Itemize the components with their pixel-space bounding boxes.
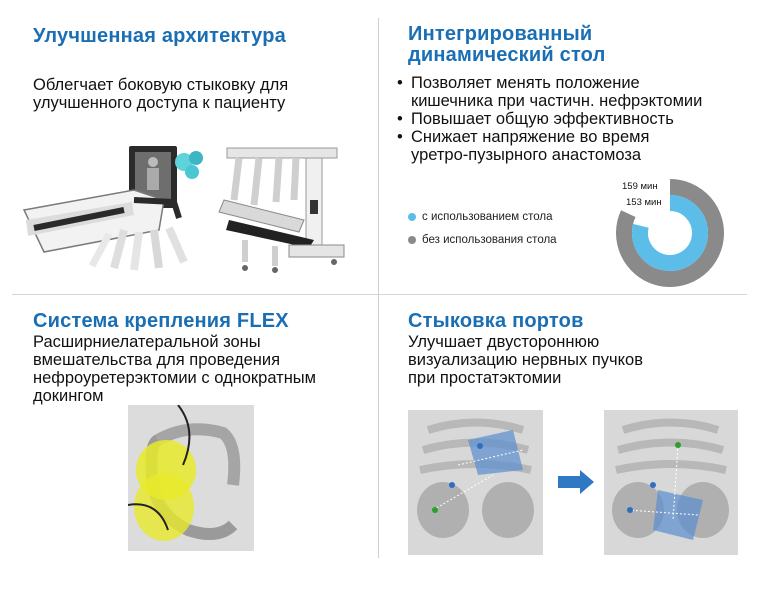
donut-ring-without-table — [616, 179, 724, 287]
flex-text-line: вмешательства для проведения — [33, 351, 281, 369]
port-docking-title: Стыковка портов — [408, 310, 584, 332]
donut-ring-with-table — [632, 195, 708, 271]
architecture-text-line: Облегчает боковую стыковку для — [33, 76, 289, 94]
architecture-title: Улучшенная архитектура — [33, 25, 286, 47]
colon-workspace-illustration — [128, 405, 254, 551]
blue-dot-icon — [408, 213, 416, 221]
anatomy-panel-after — [604, 410, 738, 555]
legend-label: без использования стола — [422, 234, 557, 246]
port-text-line: Улучшает двустороннюю — [408, 333, 600, 351]
vertical-divider — [378, 18, 379, 558]
bullet-line: кишечника при частичн. нефрэктомии — [411, 92, 703, 110]
patient-cart-topview — [22, 146, 203, 271]
port-docking-comparison — [408, 410, 738, 555]
anatomy-panel-before — [408, 410, 543, 555]
chart-legend: с использованием стола без использования… — [408, 211, 557, 246]
donut-label-159: 159 мин — [622, 181, 658, 192]
bullet-line: Повышает общую эффективность — [411, 110, 674, 128]
dynamic-table-title: Интегрированный динамический стол — [408, 24, 606, 66]
port-docking-text: Улучшает двустороннюю визуализацию нервн… — [408, 333, 643, 387]
patient-cart-sideview — [218, 147, 345, 273]
robot-system-illustration — [22, 146, 345, 273]
bullet-line: уретро-пузырного анастомоза — [411, 146, 642, 164]
legend-item-without-table: без использования стола — [408, 234, 557, 246]
architecture-text-line: улучшенного доступа к пациенту — [33, 94, 286, 112]
flex-text-line: Расширниелатеральной зоны — [33, 333, 261, 351]
gray-dot-icon — [408, 236, 416, 244]
bullet-item: Повышает общую эффективность — [397, 110, 702, 128]
bullet-line: Позволяет менять положение — [411, 74, 640, 92]
flex-text-line: докингом — [33, 387, 104, 405]
architecture-text: Облегчает боковую стыковку для улучшенно… — [33, 76, 288, 112]
bullet-line: Снижает напряжение во время — [411, 128, 650, 146]
duration-donut-chart — [616, 179, 724, 287]
bullet-item: Снижает напряжение во время уретро-пузыр… — [397, 128, 702, 164]
port-text-line: визуализацию нервных пучков — [408, 351, 643, 369]
arrow-right-icon — [558, 470, 594, 494]
flex-system-text: Расширниелатеральной зоны вмешательства … — [33, 333, 316, 405]
dynamic-table-title-line: Интегрированный — [408, 23, 593, 45]
bullet-item: Позволяет менять положение кишечника при… — [397, 74, 702, 110]
legend-item-with-table: с использованием стола — [408, 211, 557, 223]
highlight-zone-lower — [134, 473, 194, 541]
flex-system-title: Система крепления FLEX — [33, 310, 289, 332]
dynamic-table-title-line: динамический стол — [408, 44, 606, 66]
donut-label-153: 153 мин — [626, 197, 662, 208]
dynamic-table-bullets: Позволяет менять положение кишечника при… — [397, 74, 702, 164]
port-text-line: при простатэктомии — [408, 369, 562, 387]
legend-label: с использованием стола — [422, 211, 553, 223]
horizontal-divider — [12, 294, 747, 295]
flex-text-line: нефроуретерэктомии с однократным — [33, 369, 317, 387]
